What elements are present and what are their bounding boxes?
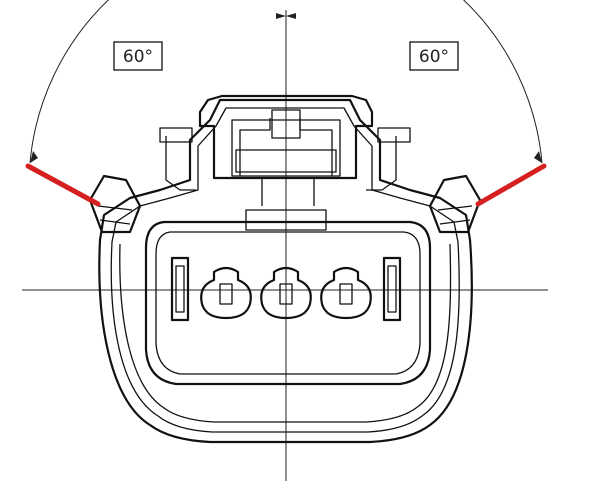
angle-dimension-arc (29, 0, 543, 164)
guide-slot-left (170, 256, 190, 322)
housing-outer (98, 98, 473, 444)
side-tab-right (428, 174, 482, 234)
angle-label-right-text: 60° (419, 47, 449, 67)
arc-arrow-top-left (276, 13, 286, 19)
angle-label-left: 60° (113, 41, 163, 71)
arc-arrow-top-right (286, 13, 296, 19)
terminal-cavity-2 (260, 266, 312, 320)
arc-arrow-left (30, 151, 38, 163)
indicator-lines (25, 163, 547, 207)
guide-slot-right (382, 256, 402, 322)
indicator-line-left (25, 163, 101, 207)
center-lines (22, 10, 548, 481)
side-tab-left (88, 174, 142, 234)
arc-arrow-right (534, 151, 542, 163)
terminal-cavity-1 (200, 266, 252, 320)
dimension-arc (29, 0, 543, 164)
top-latch (159, 94, 411, 231)
angle-label-left-text: 60° (123, 47, 153, 67)
inner-cavity (144, 220, 432, 386)
terminal-cavity-3 (320, 266, 372, 320)
indicator-line-right (475, 163, 547, 207)
angle-label-right: 60° (409, 41, 459, 71)
